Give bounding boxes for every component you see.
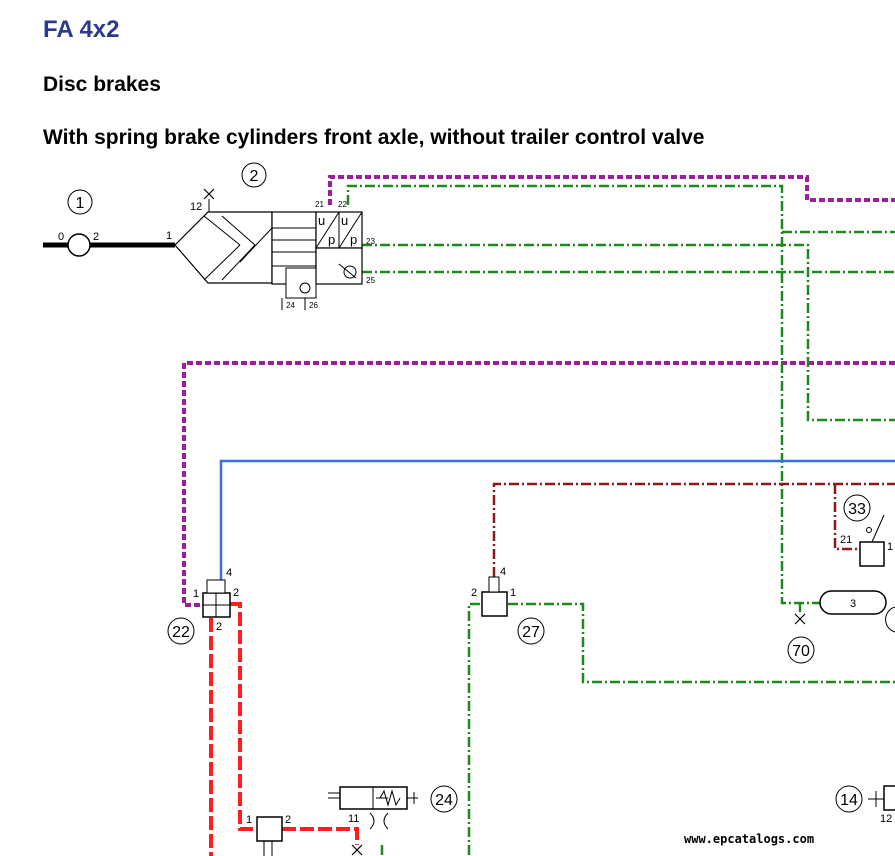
port-label: 26	[309, 301, 318, 310]
green-line-valve27-out	[508, 602, 895, 684]
drain-x	[351, 844, 363, 856]
port-label: 21	[315, 200, 324, 209]
apm-outlet-diag	[338, 263, 357, 279]
valve-33	[859, 541, 885, 567]
purple-line-upper	[328, 175, 895, 205]
pressure-switch-diag	[315, 211, 340, 249]
component-number: 33	[848, 501, 866, 518]
component-callout-partial	[885, 606, 895, 633]
solenoid-port-symbol	[383, 812, 389, 830]
component-number: 70	[792, 643, 810, 660]
apm-outlet-valve-icon	[343, 265, 357, 279]
pressure-switch-diag	[338, 211, 363, 249]
component-number: 24	[435, 792, 453, 809]
green-line-valve27	[467, 602, 480, 856]
check-valve-1	[67, 233, 91, 257]
port-label: 21	[840, 534, 852, 546]
port-label: 2	[233, 587, 239, 599]
red-line-right	[230, 602, 257, 831]
green-line-port22	[346, 184, 820, 605]
apm-hatch	[203, 215, 241, 246]
port-label: 25	[366, 276, 375, 285]
drain-x	[203, 188, 215, 200]
port-label: 0	[58, 231, 64, 243]
apm-body	[174, 211, 273, 284]
valve-33-actuator	[871, 514, 885, 543]
component-callout-33	[843, 494, 871, 522]
section-title: Disc brakes	[43, 73, 161, 96]
component-number: 22	[172, 624, 190, 641]
port-label: 11	[348, 813, 359, 825]
apm-sensor-icon	[299, 282, 311, 294]
port-label: 23	[366, 237, 375, 246]
component-number: 27	[522, 624, 540, 641]
port-label: 4	[226, 567, 232, 579]
apm-hatch	[239, 227, 273, 263]
valve-27-top	[488, 576, 500, 593]
port-label: 4	[500, 566, 506, 578]
switch-label: u	[341, 213, 348, 228]
valve-bottom	[256, 816, 283, 842]
reservoir-3	[819, 590, 887, 615]
port-label: 2	[93, 231, 99, 243]
port-label: 12	[190, 201, 202, 213]
apm-sensor-box	[285, 267, 317, 299]
switch-label: u	[318, 213, 325, 228]
valve-33-actuator-pin	[866, 527, 872, 533]
page-title: FA 4x2	[43, 16, 120, 43]
apm-hatch	[221, 215, 256, 246]
switch-label: p	[328, 232, 335, 247]
red-line-to-valve24	[282, 827, 359, 845]
port-label: 1	[510, 587, 516, 599]
component-number: 1	[76, 195, 85, 212]
solenoid-spring	[379, 789, 401, 807]
component-callout-2	[241, 162, 267, 188]
reservoir-label: 3	[850, 598, 856, 610]
port-label: 1	[193, 588, 199, 600]
port-label: 2	[285, 814, 291, 826]
diagram-caption: With spring brake cylinders front axle, …	[43, 126, 705, 149]
purple-line-lower	[182, 361, 895, 607]
drain-x	[794, 613, 806, 625]
port-label: 12	[880, 813, 892, 825]
apm-hatch	[221, 244, 256, 281]
switch-label: p	[350, 232, 357, 247]
component-callout-22	[167, 617, 195, 645]
component-callout-27	[517, 617, 545, 645]
port-label: 2	[216, 621, 222, 633]
component-callout-70	[787, 636, 815, 664]
component-number: 2	[250, 168, 259, 185]
port-label: 1	[166, 230, 172, 242]
component-callout-14	[835, 785, 863, 813]
port-label: 24	[286, 301, 295, 310]
blue-line	[219, 459, 895, 593]
solenoid-port-symbol	[369, 812, 375, 830]
valve-27	[481, 591, 508, 617]
component-callout-24	[430, 785, 458, 813]
green-line-port23	[362, 243, 895, 422]
port-label: 1	[887, 541, 893, 553]
darkred-line-valve33	[833, 484, 860, 551]
component-callout-1	[67, 189, 93, 215]
port-label: 2	[471, 587, 477, 599]
darkred-line	[492, 482, 895, 577]
component-number: 14	[840, 792, 858, 809]
relay-valve-top	[206, 579, 226, 594]
port-label: 22	[338, 200, 347, 209]
component-14-body	[883, 785, 895, 811]
port-label: 1	[246, 814, 252, 826]
watermark: www.epcatalogs.com	[684, 832, 815, 846]
apm-hatch	[203, 244, 241, 281]
apm-outlet-block	[315, 247, 363, 285]
